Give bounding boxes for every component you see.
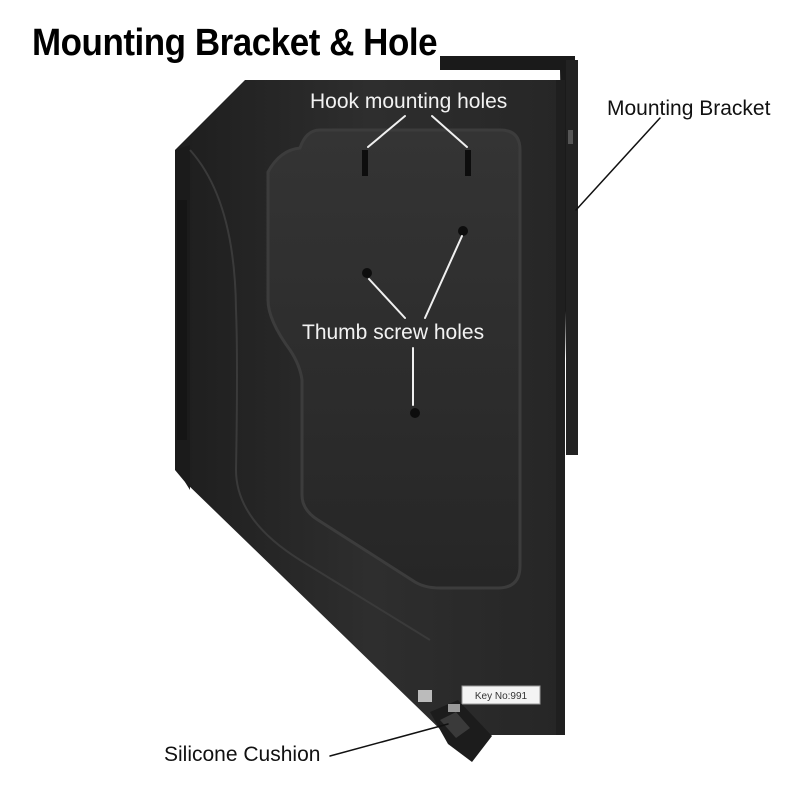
hook-slot-right bbox=[465, 150, 471, 176]
mounting-bracket-label: Mounting Bracket bbox=[607, 97, 771, 120]
screw-hole-upper-right bbox=[458, 226, 468, 236]
silicone-cushion bbox=[418, 690, 492, 762]
screw-arrow-left bbox=[368, 278, 406, 319]
front-panel bbox=[189, 128, 522, 641]
cushion-pointer-line bbox=[329, 723, 449, 757]
screw-arrow-right bbox=[424, 235, 463, 319]
screw-hole-upper-left bbox=[362, 268, 372, 278]
hook-arrow-left bbox=[367, 115, 406, 148]
key-tag: Key No:991 bbox=[461, 685, 541, 705]
page-title: Mounting Bracket & Hole bbox=[32, 22, 438, 64]
hook-arrow-right bbox=[431, 115, 468, 148]
hook-mounting-holes bbox=[362, 150, 471, 176]
bracket-pointer-line bbox=[575, 117, 661, 211]
annotation-lines bbox=[329, 115, 661, 757]
screw-hole-lower bbox=[410, 408, 420, 418]
silicone-cushion-label: Silicone Cushion bbox=[164, 743, 321, 766]
key-tag-text: Key No:991 bbox=[475, 691, 528, 702]
hook-holes-label: Hook mounting holes bbox=[310, 90, 508, 113]
hook-slot-left bbox=[362, 150, 368, 176]
thumb-screw-holes-label: Thumb screw holes bbox=[302, 321, 485, 344]
thumb-screw-holes bbox=[362, 226, 468, 418]
